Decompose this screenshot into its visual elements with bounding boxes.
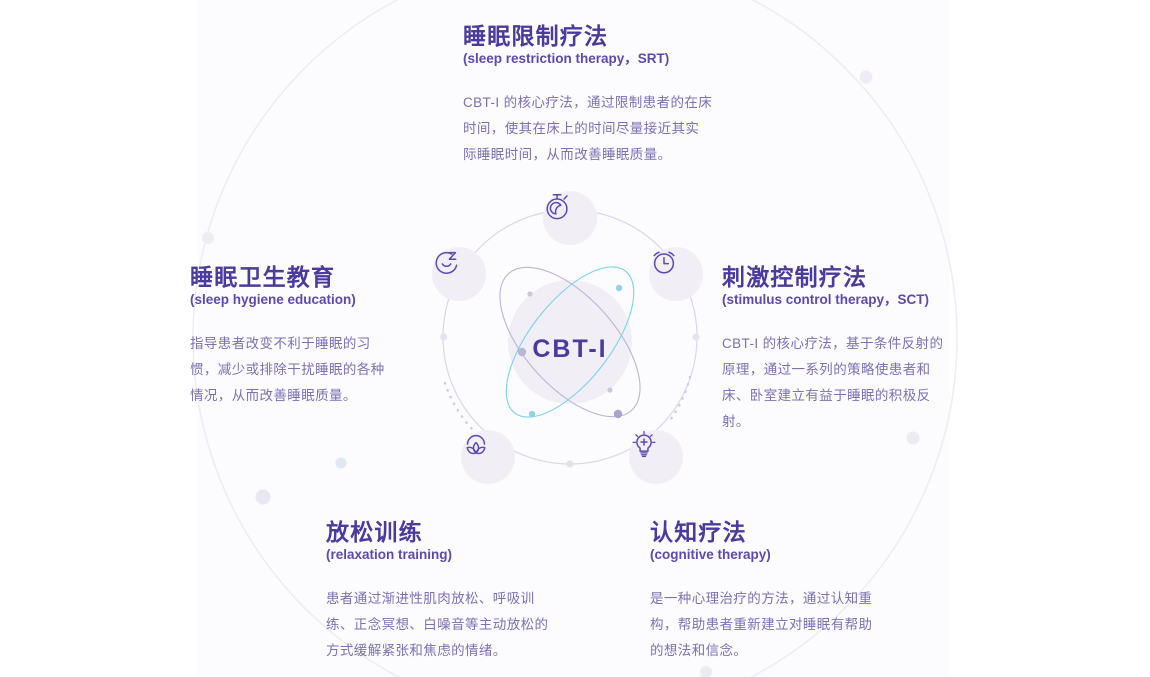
section-title: 放松训练 — [326, 519, 423, 545]
stopwatch-moon-icon — [546, 194, 568, 220]
section-subtitle: (cognitive therapy) — [650, 547, 771, 563]
node-sleep-hygiene-education[interactable] — [432, 247, 486, 301]
section-title: 睡眠卫生教育 — [190, 264, 336, 290]
section-body: 是一种心理治疗的方法，通过认知重构，帮助患者重新建立对睡眠有帮助的想法和信念。 — [650, 591, 873, 658]
section-title: 认知疗法 — [650, 519, 747, 545]
section-sleep-hygiene-education: 睡眠卫生教育 (sleep hygiene education) 指导患者改变不… — [190, 264, 396, 409]
section-title: 刺激控制疗法 — [722, 264, 868, 290]
wheel-rings — [440, 209, 700, 468]
section-subtitle: (sleep restriction therapy，SRT) — [463, 51, 670, 67]
center-label: CBT-I — [532, 335, 608, 363]
node-stimulus-control-therapy[interactable] — [649, 247, 703, 301]
section-body: CBT-I 的核心疗法，通过限制患者的在床时间，使其在床上的时间尽量接近其实际睡… — [463, 95, 713, 162]
node-relaxation-training[interactable] — [461, 430, 515, 484]
section-sleep-restriction-therapy: 睡眠限制疗法 (sleep restriction therapy，SRT) C… — [463, 23, 713, 168]
section-relaxation-training: 放松训练 (relaxation training) 患者通过渐进性肌肉放松、呼… — [326, 519, 556, 664]
section-cognitive-therapy: 认知疗法 (cognitive therapy) 是一种心理治疗的方法，通过认知… — [650, 519, 880, 664]
section-stimulus-control-therapy: 刺激控制疗法 (stimulus control therapy，SCT) CB… — [722, 264, 952, 435]
alarm-clock-icon — [653, 251, 675, 274]
section-subtitle: (relaxation training) — [326, 547, 453, 563]
node-cognitive-therapy[interactable] — [629, 430, 683, 484]
section-body: CBT-I 的核心疗法，基于条件反射的原理，通过一系列的策略使患者和床、卧室建立… — [722, 336, 944, 429]
lotus-icon — [466, 434, 486, 455]
sleeping-face-z-icon — [435, 251, 458, 274]
section-body: 患者通过渐进性肌肉放松、呼吸训练、正念冥想、白噪音等主动放松的方式缓解紧张和焦虑… — [326, 591, 549, 658]
section-subtitle: (stimulus control therapy，SCT) — [722, 292, 930, 308]
cbti-wheel: CBT-I — [425, 185, 715, 490]
section-title: 睡眠限制疗法 — [463, 23, 609, 49]
lightbulb-plus-icon — [632, 430, 656, 458]
node-sleep-restriction-therapy[interactable] — [543, 191, 597, 245]
section-subtitle: (sleep hygiene education) — [190, 292, 356, 308]
section-body: 指导患者改变不利于睡眠的习惯，减少或排除干扰睡眠的各种情况，从而改善睡眠质量。 — [190, 336, 385, 403]
